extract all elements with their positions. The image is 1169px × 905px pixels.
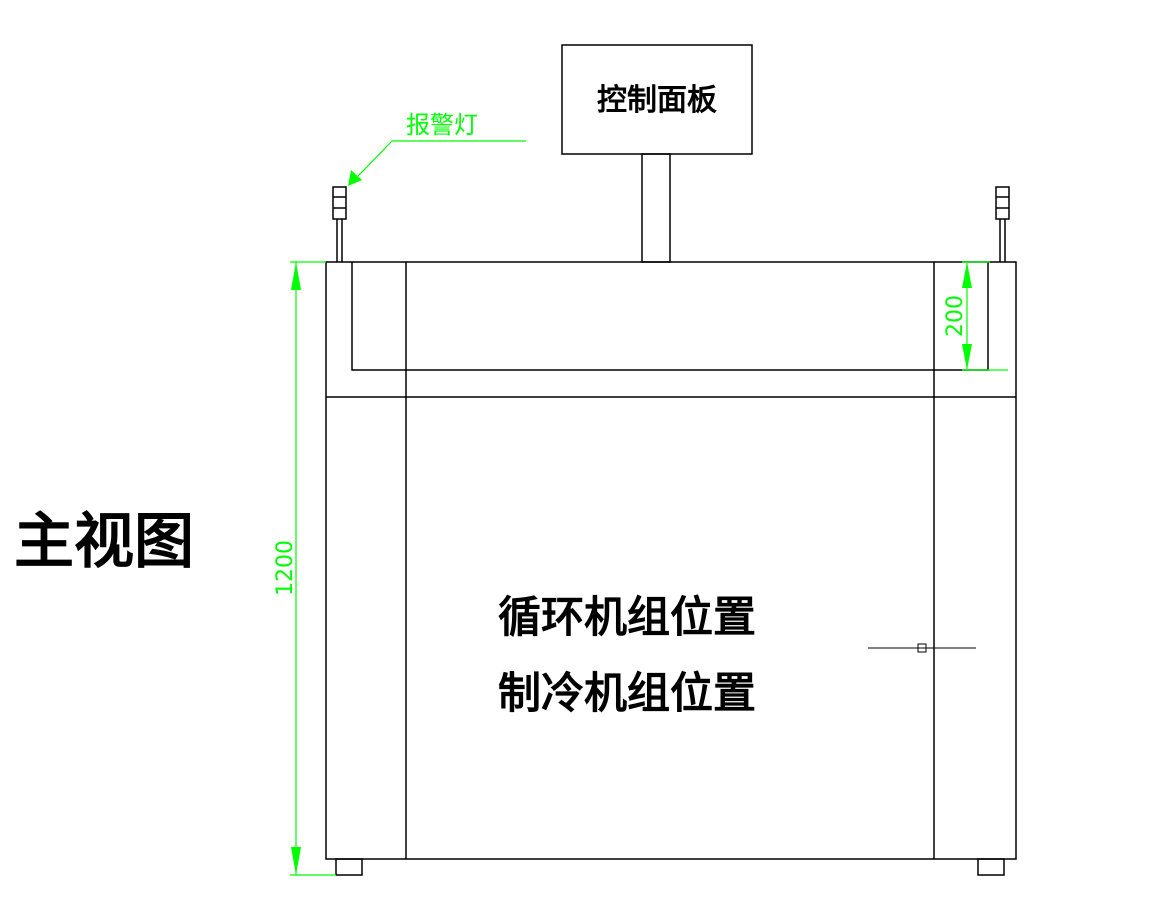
control-panel-label: 控制面板: [597, 83, 717, 118]
cabinet: [325, 261, 1017, 876]
control-panel-post: [641, 153, 671, 263]
alarm-light-left-body: [332, 186, 347, 220]
view-title: 主视图: [14, 507, 194, 577]
alarm-light-leader: 报警灯: [348, 111, 526, 186]
dimension-top-section: 200: [943, 261, 1008, 371]
cabinet-outline: [325, 261, 1017, 860]
dimension-top-section-value: 200: [943, 295, 968, 337]
dimension-top-arrow-up: [962, 262, 972, 288]
dimension-total-height-value: 1200: [273, 540, 298, 596]
dimension-total-height: 1200: [273, 261, 336, 876]
alarm-light-left: [332, 186, 347, 262]
refrigeration-unit-label: 制冷机组位置: [498, 669, 756, 719]
alarm-light-label: 报警灯: [406, 111, 478, 139]
leader-arrowhead: [348, 170, 362, 186]
dimension-arrow-top: [291, 262, 301, 290]
door-latch: [868, 643, 976, 653]
circulation-unit-label: 循环机组位置: [498, 593, 756, 643]
alarm-light-right: [995, 186, 1010, 262]
control-panel: 控制面板: [561, 44, 753, 263]
top-inner-frame: [351, 262, 989, 371]
alarm-light-right-body: [995, 186, 1010, 220]
dimension-top-arrow-down: [962, 344, 972, 370]
dimension-arrow-bottom: [291, 847, 301, 875]
left-foot: [335, 858, 363, 876]
right-foot: [977, 858, 1005, 876]
